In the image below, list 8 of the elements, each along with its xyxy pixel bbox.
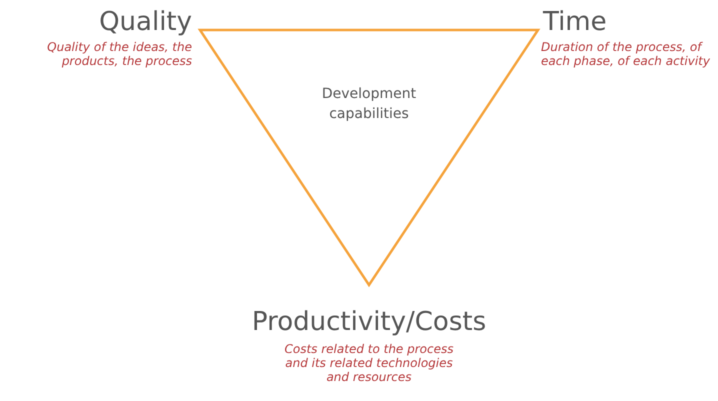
corner-heading: Quality [99, 6, 192, 38]
corner-description: Quality of the ideas, the products, the process [46, 40, 192, 68]
corner-heading: Time [543, 6, 607, 38]
node-text: Development capabilities [320, 85, 418, 124]
corner-description: Duration of the process, of each phase, of each activity [541, 40, 711, 68]
corner-heading: Productivity/Costs [250, 306, 488, 338]
triangle-shape [196, 26, 542, 290]
corner-description: Costs related to the process and its related technologies and resources [284, 342, 454, 384]
